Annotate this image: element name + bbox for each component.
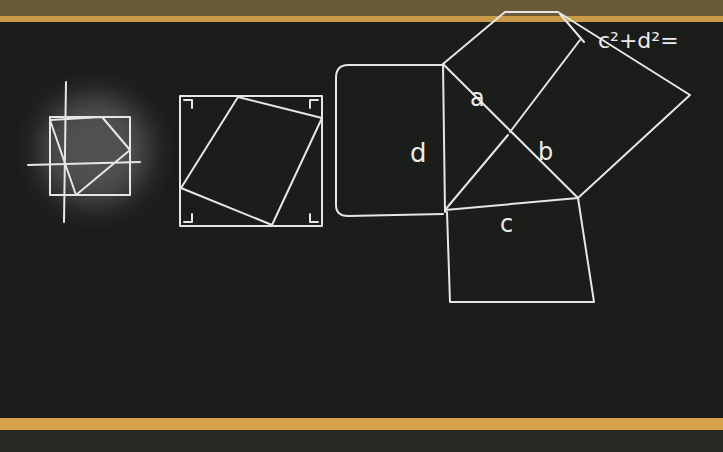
leg-c [445,198,578,210]
side-label: a [470,86,485,110]
axis [64,82,66,222]
outer-square [180,96,322,226]
altitude [445,135,508,210]
axis [28,162,140,165]
inner-lines [50,117,130,195]
square-c [447,198,594,302]
small-square [50,117,130,195]
tray-shadow [0,430,723,452]
square-d [336,65,443,216]
right-angle-mark [310,214,318,222]
square-hypotenuse [443,12,690,198]
formula-label: c²+d²= [598,30,679,52]
frame-strip [0,16,723,22]
right-angle-mark [184,100,192,108]
chalk-smudge [40,95,150,205]
side-label: b [538,140,553,164]
square-divider [560,14,584,42]
square-divider [510,40,580,132]
frame-top [0,0,723,16]
side-label: c [500,212,513,236]
side-label: d [410,140,427,166]
leg-d [443,64,445,212]
chalk-tray [0,418,723,430]
inner-square [181,97,322,225]
right-angle-mark [184,214,192,222]
right-angle-mark [310,100,318,108]
